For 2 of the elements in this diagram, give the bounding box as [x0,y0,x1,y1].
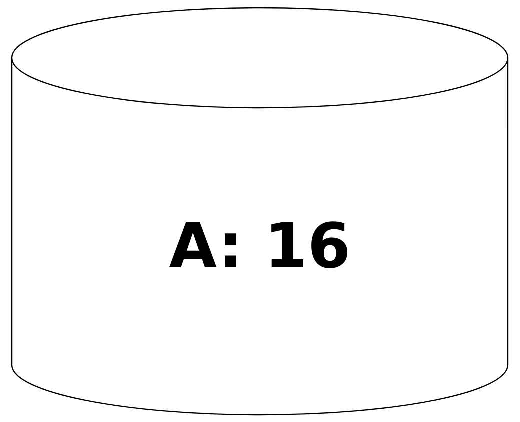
node-label: A: 16 [169,222,348,268]
cylinder: A: 16 [11,7,509,416]
